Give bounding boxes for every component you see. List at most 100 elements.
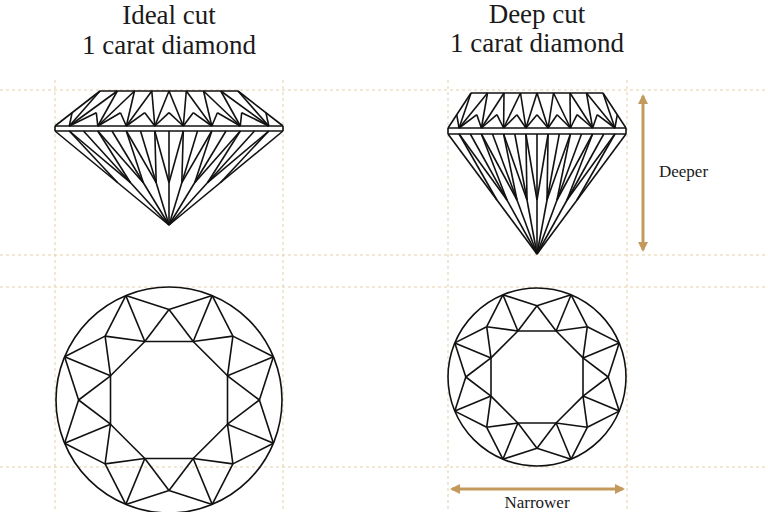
facet-line (526, 93, 537, 128)
facet-line (193, 113, 212, 126)
facet-line (169, 131, 255, 225)
facet-line (470, 134, 537, 254)
facet-line (537, 134, 626, 254)
facet-line (490, 358, 492, 396)
facet-line (571, 295, 587, 327)
facet-line (518, 423, 537, 448)
facet-line (169, 296, 212, 310)
facet-line (556, 327, 587, 331)
facet-line (228, 357, 274, 376)
facet-line (625, 128, 627, 134)
subtitle-text: 1 carat diamond (450, 29, 624, 59)
facet-line (457, 115, 459, 128)
facet-line (537, 423, 556, 448)
facet-line (493, 134, 538, 254)
facet-line (556, 423, 587, 427)
girdle-outline (56, 287, 282, 512)
facet-line (98, 113, 121, 126)
facet-line (65, 424, 111, 443)
facet-line (227, 376, 229, 424)
facet-line (603, 93, 626, 128)
facet-line (455, 377, 466, 411)
facet-line (195, 131, 212, 183)
facet-line (182, 131, 212, 183)
facet-line (220, 131, 268, 183)
facet-line (557, 134, 570, 200)
facet-line (217, 113, 240, 126)
facet-line (466, 358, 491, 377)
facet-line (169, 91, 183, 126)
facet-line (447, 128, 449, 134)
facet-line (266, 113, 269, 126)
facet-line (487, 427, 503, 459)
facet-line (593, 115, 598, 128)
facet-line (105, 336, 145, 341)
facet-line (96, 113, 98, 126)
facet-line (459, 134, 497, 200)
facet-line (503, 93, 505, 128)
facet-line (84, 131, 170, 225)
facet-line (537, 134, 582, 254)
facet-line (105, 424, 110, 464)
facet-line (517, 115, 526, 128)
facet-line (141, 131, 170, 225)
facet-line (455, 327, 487, 343)
facet-line (54, 126, 56, 131)
subtitle-text: 1 carat diamond (82, 31, 256, 61)
facet-line (98, 131, 131, 183)
facet-line (583, 396, 587, 427)
facet-line (145, 458, 193, 460)
facet-line (228, 424, 233, 464)
facet-line (221, 91, 269, 126)
facet-line (98, 131, 144, 183)
facet-line (487, 327, 491, 358)
facet-line (597, 115, 615, 128)
facet-line (65, 357, 111, 376)
facet-line (169, 131, 283, 225)
facet-line (537, 93, 548, 128)
facet-line (121, 113, 127, 126)
facet-line (481, 115, 497, 128)
facet-line (582, 358, 584, 396)
facet-line (126, 490, 169, 504)
facet-line (79, 400, 111, 424)
facet-line (169, 490, 212, 504)
facet-line (126, 113, 145, 126)
facet-line (69, 91, 117, 126)
facet-line (193, 424, 227, 458)
dimension-label: Deeper (659, 163, 708, 182)
facet-line (65, 400, 79, 443)
facet-line (481, 134, 507, 200)
facet-line (487, 423, 518, 427)
facet-line (208, 131, 241, 183)
facet-line (242, 113, 269, 126)
facet-line (537, 115, 548, 128)
facet-line (537, 448, 571, 459)
facet-line (587, 411, 619, 427)
facet-line (608, 343, 619, 377)
facet-line (111, 424, 145, 458)
facet-line (455, 396, 491, 411)
facet-line (193, 336, 233, 341)
facet-line (504, 134, 527, 200)
facet-line (238, 91, 269, 126)
facet-line (126, 131, 156, 183)
facet-line (504, 115, 517, 128)
facet-line (169, 113, 183, 126)
facet-line (55, 125, 283, 127)
diamond-drawings (55, 91, 626, 512)
guide-lines (0, 80, 768, 512)
facet-line (228, 376, 260, 400)
facet-line (455, 411, 487, 427)
facet-line (556, 331, 583, 358)
girdle-outline (448, 288, 626, 466)
facet-line (518, 330, 556, 332)
facet-line (69, 113, 96, 126)
facet-line (193, 459, 233, 464)
facet-line (537, 306, 556, 331)
facet-line (145, 310, 169, 342)
facet-line (557, 115, 570, 128)
facet-line (487, 396, 491, 427)
dimension-label: Narrower (504, 494, 569, 512)
facet-line (487, 295, 503, 327)
